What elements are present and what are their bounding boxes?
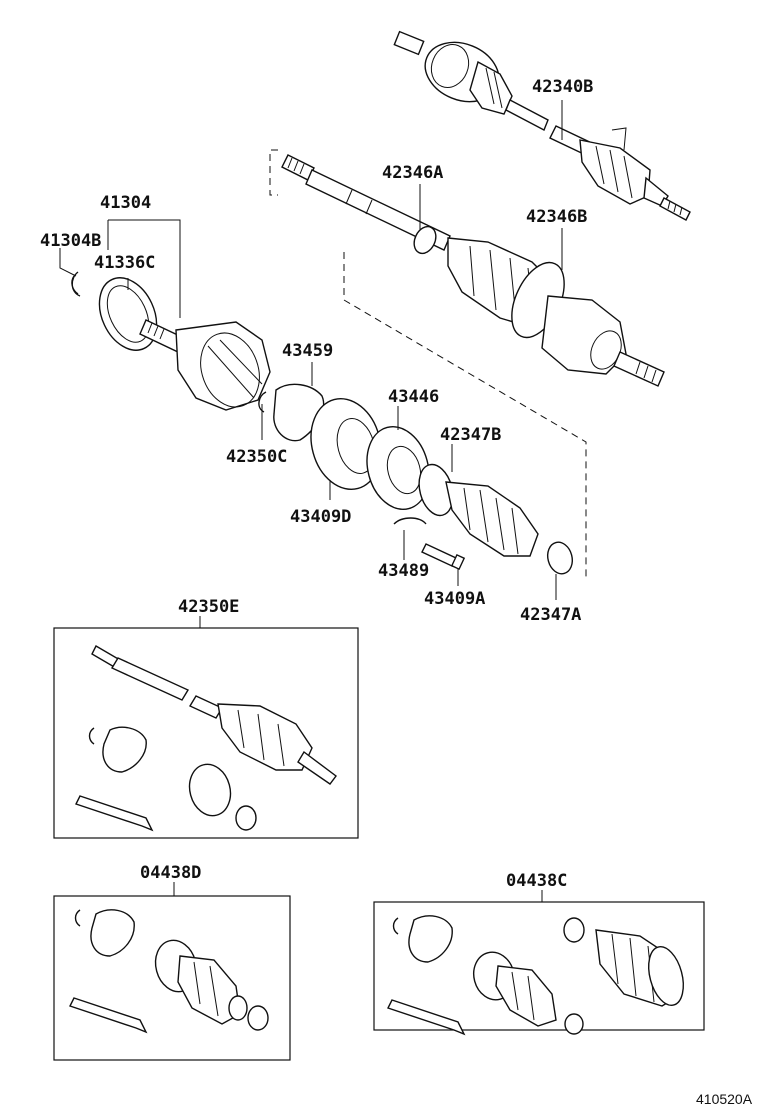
label-42347B: 42347B <box>440 425 501 445</box>
drive-shaft-assembly-top <box>393 30 691 221</box>
label-42347A: 42347A <box>520 605 581 625</box>
diagram-code: 410520A <box>696 1091 753 1107</box>
label-43409D: 43409D <box>290 507 351 527</box>
inner-joint-group <box>71 271 271 411</box>
label-42350C: 42350C <box>226 447 287 467</box>
label-42340B: 42340B <box>532 77 593 97</box>
kit-box-42350e <box>53 627 359 839</box>
kit-box-04438c <box>373 901 705 1036</box>
part-labels: 42340B 42346A 42346B 41304 41304B 41336C… <box>40 77 753 1107</box>
kit-box-04438d <box>53 895 291 1061</box>
leader-lines <box>59 100 563 902</box>
label-42346B: 42346B <box>526 207 587 227</box>
label-43459: 43459 <box>282 341 333 361</box>
outer-joint-shaft <box>269 149 665 578</box>
label-42346A: 42346A <box>382 163 443 183</box>
label-41336C: 41336C <box>94 253 155 273</box>
label-42350E: 42350E <box>178 597 239 617</box>
label-43446: 43446 <box>388 387 439 407</box>
label-43489: 43489 <box>378 561 429 581</box>
label-41304: 41304 <box>100 193 151 213</box>
label-43409A: 43409A <box>424 589 485 609</box>
label-04438C: 04438C <box>506 871 567 891</box>
middle-components <box>258 383 574 575</box>
label-04438D: 04438D <box>140 863 201 883</box>
label-41304B: 41304B <box>40 231 101 251</box>
